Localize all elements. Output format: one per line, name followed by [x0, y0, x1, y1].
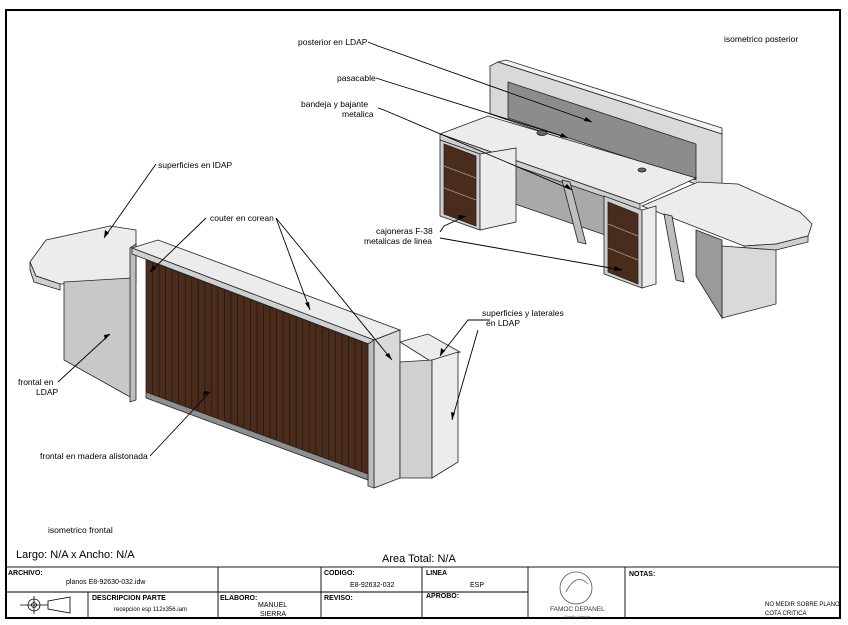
company-logo: FAMOC DEPANEL Diseño Interior	[550, 571, 605, 619]
front-isometric-view	[29, 225, 461, 489]
front-right-return-top	[399, 333, 461, 363]
reviso-label: REVISO:	[324, 595, 353, 602]
callout-bandeja-1: bandeja y bajante	[301, 99, 368, 109]
archivo-label: ARCHIVO:	[8, 570, 43, 577]
elaboro-label: ELABORO:	[220, 595, 257, 602]
notas-label: NOTAS:	[629, 571, 655, 578]
callout-couter: couter en corean	[210, 213, 274, 223]
codigo-label: CODIGO:	[324, 570, 355, 577]
title-block	[5, 566, 841, 619]
cable-grommet	[536, 130, 548, 136]
callout-posterior: posterior en LDAP	[298, 37, 368, 47]
callout-superficies-laterales-2: en LDAP	[486, 318, 520, 328]
rear-return-leg	[721, 245, 777, 319]
area-text: Area Total: N/A	[382, 553, 456, 565]
linea-label: LINEA	[426, 570, 447, 577]
front-return-top	[29, 225, 137, 285]
note-cota-critica: COTA CRITICA	[765, 611, 807, 617]
rear-isometric-view	[438, 59, 813, 320]
note-no-medir: NO MEDIR SOBRE PLANO	[765, 602, 840, 608]
dimensions-text: Largo: N/A x Ancho: N/A	[16, 549, 135, 561]
view-label-front: isometrico frontal	[48, 525, 113, 535]
callout-frontal-ldap-1: frontal en	[18, 377, 54, 387]
elaboro-value-2: SIERRA	[260, 611, 286, 618]
rear-drawers-left	[443, 143, 477, 227]
leader-arrowheads	[104, 117, 622, 420]
counter-end-left	[129, 243, 137, 403]
callout-pasacable: pasacable	[337, 73, 376, 83]
front-right-return-front	[431, 351, 459, 479]
logo-brand: FAMOC DEPANEL	[550, 606, 605, 613]
callout-superficies: superficies en lDAP	[158, 160, 233, 170]
logo-tagline: Diseño Interior	[564, 614, 591, 619]
callout-bandeja-2: metalica	[342, 109, 374, 119]
archivo-value: planos E8-92630-032.idw	[66, 579, 146, 586]
front-right-return-side	[399, 359, 433, 479]
projection-symbol-icon	[20, 596, 71, 614]
rear-back-inner-panel	[507, 81, 697, 181]
descripcion-value: recepcion esp 112x356.iam	[114, 607, 187, 613]
leader-lines	[57, 41, 623, 457]
callout-cajoneras-1: cajoneras F-38	[376, 226, 433, 236]
wood-slats	[152, 262, 362, 474]
front-return-side	[63, 277, 133, 399]
callout-cajoneras-2: metalicas de linea	[364, 236, 432, 246]
callout-frontal-ldap-2: LDAP	[36, 387, 59, 397]
descripcion-label: DESCRIPCION PARTE	[92, 595, 166, 602]
callout-superficies-laterales-1: superficies y laterales	[482, 308, 564, 318]
aprobo-label: APROBO:	[426, 593, 459, 600]
linea-value: ESP	[470, 582, 484, 589]
elaboro-value-1: MANUEL	[258, 602, 287, 609]
view-label-rear: isometrico posterior	[724, 34, 798, 44]
callout-frontal-madera: frontal en madera alistonada	[40, 451, 148, 461]
rear-drawers-right	[607, 201, 639, 285]
codigo-value: E8-92632-032	[350, 582, 394, 589]
